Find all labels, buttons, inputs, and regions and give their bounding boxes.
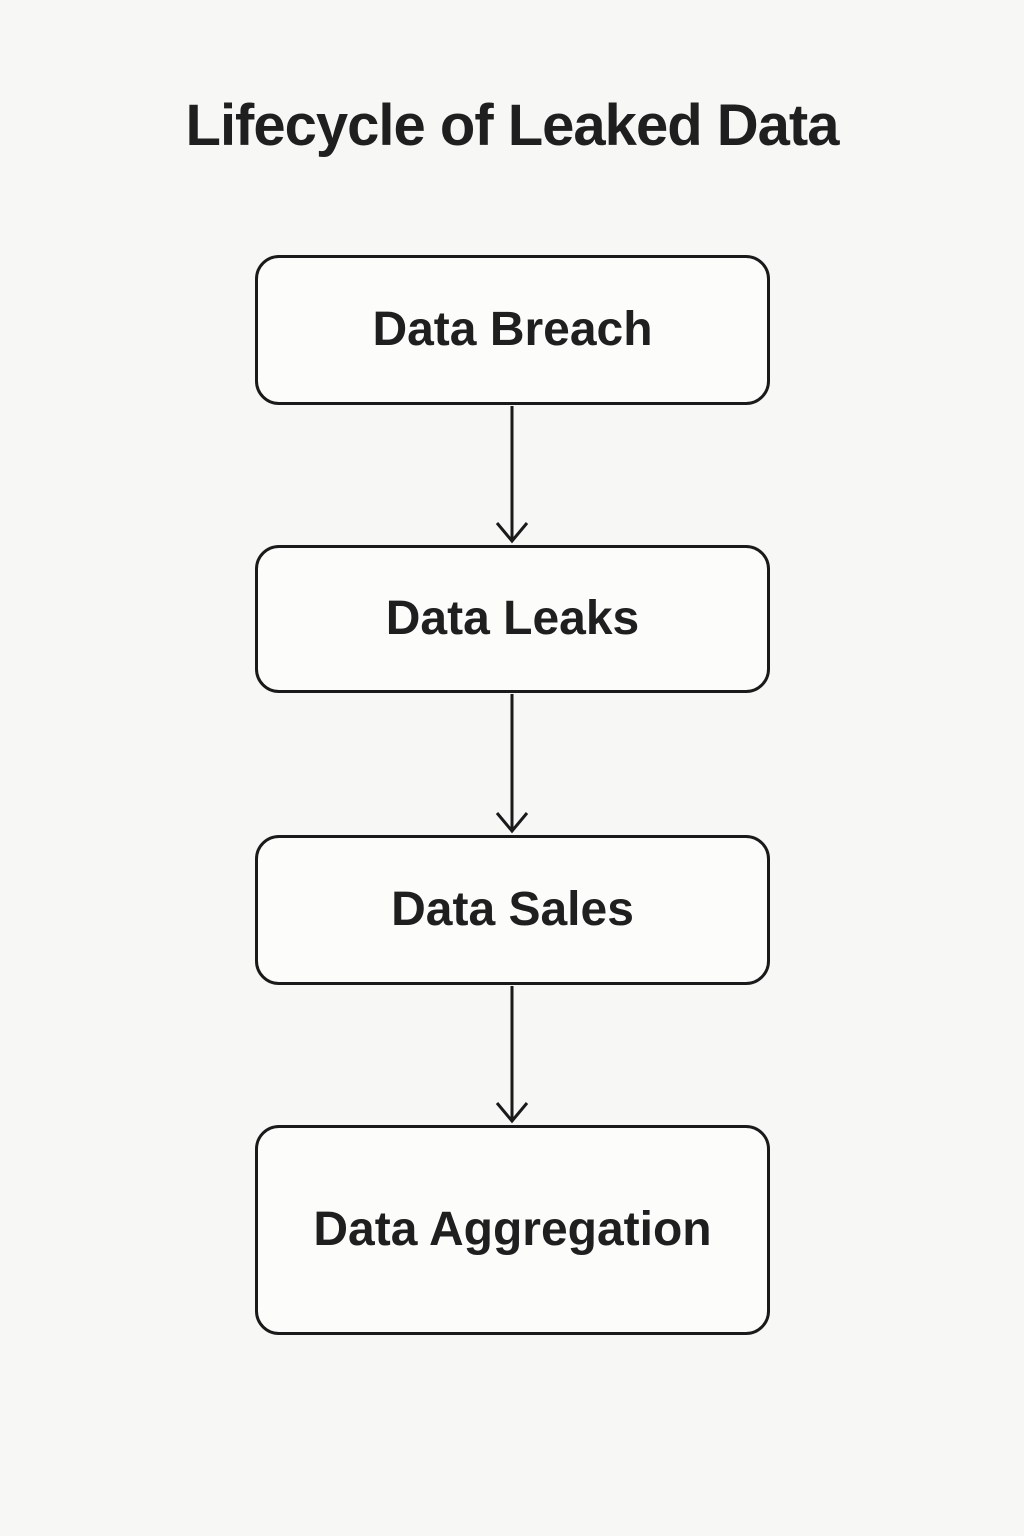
flow-node-data-sales: Data Sales [255, 835, 770, 985]
flow-node-data-aggregation: Data Aggregation [255, 1125, 770, 1335]
page-title: Lifecycle of Leaked Data [185, 93, 840, 158]
flow-node-data-leaks: Data Leaks [255, 545, 770, 693]
flow-node-label: Data Sales [391, 883, 634, 937]
down-arrow-icon [492, 406, 532, 544]
down-arrow-icon [492, 694, 532, 834]
flow-node-label: Data Breach [372, 303, 653, 357]
flow-node-data-breach: Data Breach [255, 255, 770, 405]
flow-node-label: Data Aggregation [313, 1203, 712, 1257]
flow-node-label: Data Leaks [385, 592, 640, 646]
down-arrow-icon [492, 986, 532, 1124]
